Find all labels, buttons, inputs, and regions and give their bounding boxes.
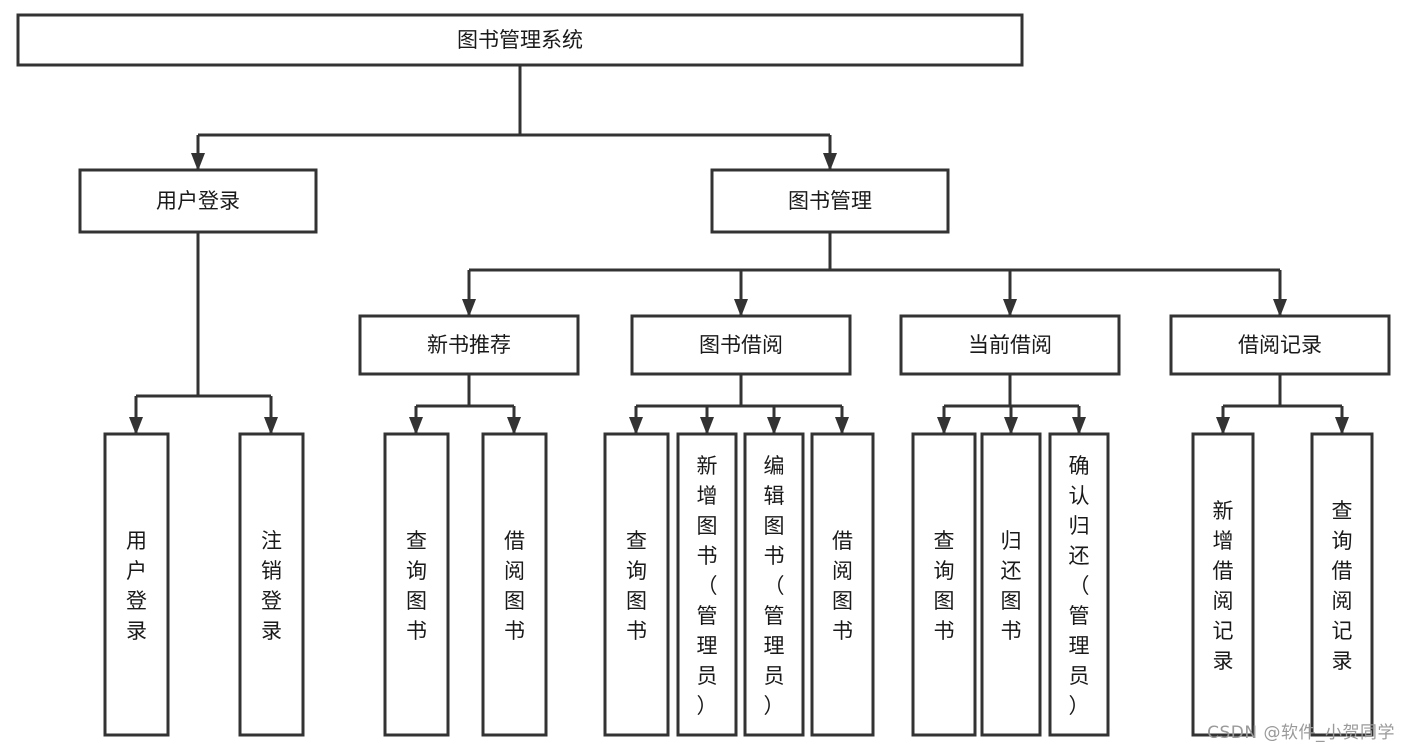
- node-label-leaf-confirm-return-admin: 确认归还（管理员）: [1069, 454, 1090, 718]
- node-box-leaf-user-login: [103, 432, 170, 737]
- node-label-leaf-query-book-borrow: 查询图书: [626, 529, 647, 643]
- connector-borrow-to-leaves: [629, 374, 849, 435]
- arrow-head-icon: [1335, 417, 1349, 435]
- node-box-leaf-confirm-return-admin: [1048, 432, 1110, 737]
- arrow-head-icon: [937, 417, 951, 435]
- connector-bookmanage-to-level3: [462, 232, 1287, 317]
- node-box-root: [16, 13, 1024, 67]
- node-box-leaf-user-logout: [238, 432, 305, 737]
- arrow-head-icon: [409, 417, 423, 435]
- node-book-borrow[interactable]: 图书借阅: [630, 314, 852, 376]
- node-label-leaf-edit-book-admin: 编辑图书（管理员）: [764, 454, 785, 718]
- arrow-head-icon: [1216, 417, 1230, 435]
- arrow-head-icon: [767, 417, 781, 435]
- node-current-borrow[interactable]: 当前借阅: [899, 314, 1121, 376]
- arrow-head-icon: [734, 299, 748, 317]
- node-leaf-query-borrow-record[interactable]: 查询借阅记录: [1310, 432, 1374, 737]
- node-leaf-borrow-book-recommend[interactable]: 借阅图书: [481, 432, 548, 737]
- node-leaf-confirm-return-admin[interactable]: 确认归还（管理员）: [1048, 432, 1110, 737]
- node-leaf-add-borrow-record[interactable]: 新增借阅记录: [1191, 432, 1255, 737]
- node-box-leaf-query-book-borrow: [603, 432, 670, 737]
- node-box-leaf-add-borrow-record: [1191, 432, 1255, 737]
- node-label-book-borrow: 图书借阅: [699, 333, 783, 357]
- connector-records-to-leaves: [1216, 374, 1349, 435]
- node-new-book-recommend[interactable]: 新书推荐: [358, 314, 580, 376]
- arrow-head-icon: [629, 417, 643, 435]
- arrow-head-icon: [191, 153, 205, 171]
- node-label-book-manage: 图书管理: [788, 189, 872, 213]
- arrow-head-icon: [700, 417, 714, 435]
- arrow-head-icon: [129, 417, 143, 435]
- watermark-label: CSDN @软件_小贺同学: [1207, 723, 1395, 743]
- arrow-head-icon: [1003, 299, 1017, 317]
- arrow-head-icon: [835, 417, 849, 435]
- node-label-leaf-user-logout: 注销登录: [261, 529, 282, 643]
- arrow-head-icon: [462, 299, 476, 317]
- node-user-login[interactable]: 用户登录: [78, 168, 318, 234]
- node-label-leaf-borrow-book-recommend: 借阅图书: [504, 529, 525, 643]
- node-label-leaf-query-book-recommend: 查询图书: [406, 529, 427, 643]
- connector-recommend-to-leaves: [409, 374, 521, 435]
- node-box-leaf-edit-book-admin: [743, 432, 805, 737]
- node-leaf-edit-book-admin[interactable]: 编辑图书（管理员）: [743, 432, 805, 737]
- node-label-leaf-query-book-current: 查询图书: [934, 529, 955, 643]
- node-book-manage[interactable]: 图书管理: [710, 168, 950, 234]
- node-leaf-query-book-borrow[interactable]: 查询图书: [603, 432, 670, 737]
- node-leaf-user-login[interactable]: 用户登录: [103, 432, 170, 737]
- node-root[interactable]: 图书管理系统: [16, 13, 1024, 67]
- node-label-leaf-add-book-admin: 新增图书（管理员）: [697, 454, 718, 718]
- node-box-leaf-return-book: [980, 432, 1042, 737]
- node-label-leaf-user-login: 用户登录: [126, 529, 147, 643]
- node-label-current-borrow: 当前借阅: [968, 333, 1052, 357]
- node-box-new-book-recommend: [358, 314, 580, 376]
- connectors-layer: [129, 65, 1349, 435]
- node-label-borrow-records: 借阅记录: [1238, 333, 1322, 357]
- node-box-leaf-borrow-book: [810, 432, 875, 737]
- node-leaf-borrow-book[interactable]: 借阅图书: [810, 432, 875, 737]
- node-box-borrow-records: [1169, 314, 1391, 376]
- node-leaf-return-book[interactable]: 归还图书: [980, 432, 1042, 737]
- node-label-user-login: 用户登录: [156, 189, 240, 213]
- node-leaf-add-book-admin[interactable]: 新增图书（管理员）: [676, 432, 738, 737]
- node-borrow-records[interactable]: 借阅记录: [1169, 314, 1391, 376]
- node-box-leaf-query-book-recommend: [383, 432, 450, 737]
- node-box-user-login: [78, 168, 318, 234]
- node-leaf-query-book-current[interactable]: 查询图书: [911, 432, 977, 737]
- node-label-leaf-borrow-book: 借阅图书: [832, 529, 853, 643]
- arrow-head-icon: [1072, 417, 1086, 435]
- node-box-book-manage: [710, 168, 950, 234]
- node-box-book-borrow: [630, 314, 852, 376]
- nodes-layer: 图书管理系统用户登录图书管理新书推荐图书借阅当前借阅借阅记录用户登录注销登录查询…: [16, 13, 1391, 737]
- connector-current-to-leaves: [937, 374, 1086, 435]
- node-label-leaf-add-borrow-record: 新增借阅记录: [1213, 499, 1234, 673]
- node-box-current-borrow: [899, 314, 1121, 376]
- arrow-head-icon: [1004, 417, 1018, 435]
- node-label-leaf-return-book: 归还图书: [1001, 529, 1022, 643]
- node-box-leaf-query-borrow-record: [1310, 432, 1374, 737]
- node-box-leaf-add-book-admin: [676, 432, 738, 737]
- node-leaf-query-book-recommend[interactable]: 查询图书: [383, 432, 450, 737]
- node-label-new-book-recommend: 新书推荐: [427, 333, 511, 357]
- arrow-head-icon: [823, 153, 837, 171]
- connector-root-to-level2: [191, 65, 837, 171]
- node-label-leaf-query-borrow-record: 查询借阅记录: [1332, 499, 1353, 673]
- node-label-root: 图书管理系统: [457, 28, 583, 52]
- arrow-head-icon: [507, 417, 521, 435]
- arrow-head-icon: [1273, 299, 1287, 317]
- node-box-leaf-borrow-book-recommend: [481, 432, 548, 737]
- arrow-head-icon: [264, 417, 278, 435]
- node-box-leaf-query-book-current: [911, 432, 977, 737]
- node-leaf-user-logout[interactable]: 注销登录: [238, 432, 305, 737]
- connector-userlogin-to-leaves: [129, 232, 278, 435]
